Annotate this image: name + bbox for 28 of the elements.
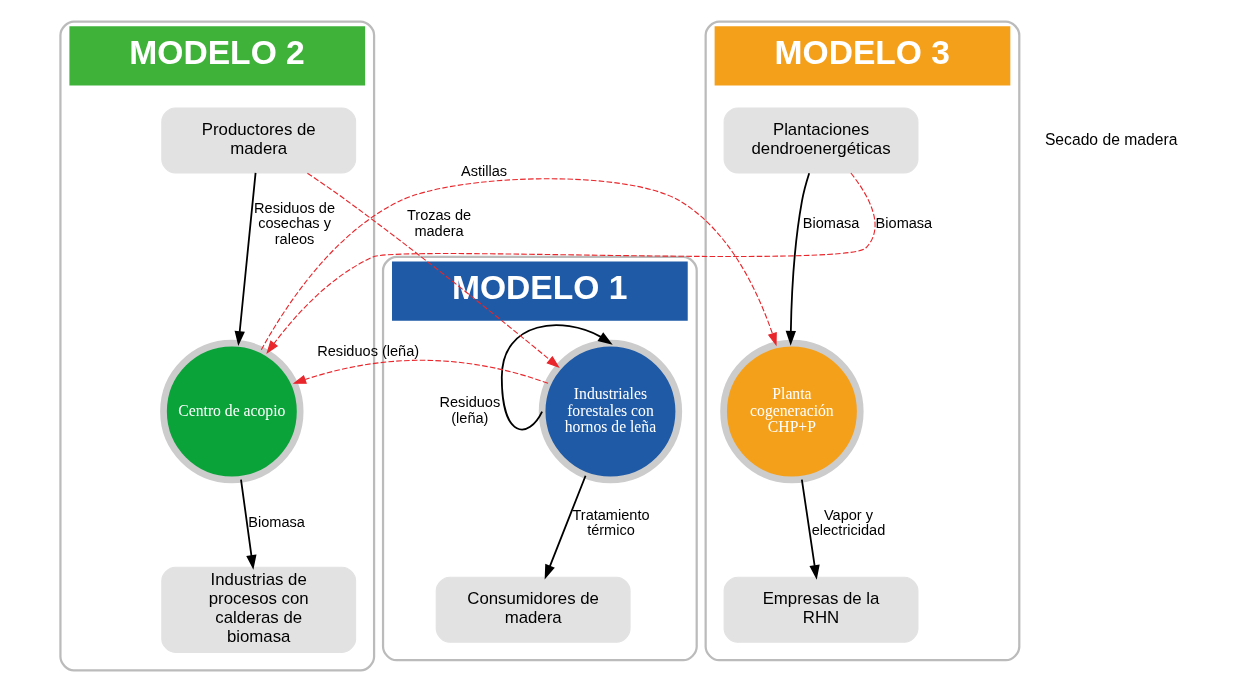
label: Secado de madera [1044, 130, 1177, 148]
edge-label: Vapor y electricidad [811, 506, 885, 539]
arrow [239, 478, 256, 570]
node-box: Empresas de la RHN [723, 576, 918, 643]
arrow [234, 172, 256, 347]
node-box: Plantaciones dendroenergéticas [723, 107, 918, 174]
edge-label: Residuos (leña) [439, 394, 500, 427]
edge-label: Residuos (leña) [316, 343, 419, 360]
node-circle: Industriales forestales con hornos de leña [538, 339, 682, 484]
arrow [260, 178, 777, 351]
arrow [292, 359, 549, 384]
edge-label: Biomasa [875, 215, 932, 232]
arrow [500, 324, 613, 431]
edge-label: Biomasa [802, 215, 859, 232]
node-circle: Planta cogeneración CHP+P [719, 339, 864, 484]
node-box: Industrias de procesos con calderas de biomasa [160, 566, 356, 653]
arrow [265, 172, 876, 354]
edge-label: Tratamiento térmico [571, 506, 650, 539]
edge-label: Trozas de madera [406, 207, 471, 240]
arrow [785, 172, 810, 346]
arrow [800, 478, 820, 580]
edge-label: Astillas [460, 162, 507, 179]
arrow [306, 172, 560, 369]
arrow [544, 474, 586, 580]
edge-label: Residuos de cosechas y raleos [253, 199, 335, 247]
edge-label: Biomasa [247, 514, 305, 531]
node-box: Consumidores de madera [435, 576, 631, 643]
node-box: Productores de madera [160, 107, 356, 174]
